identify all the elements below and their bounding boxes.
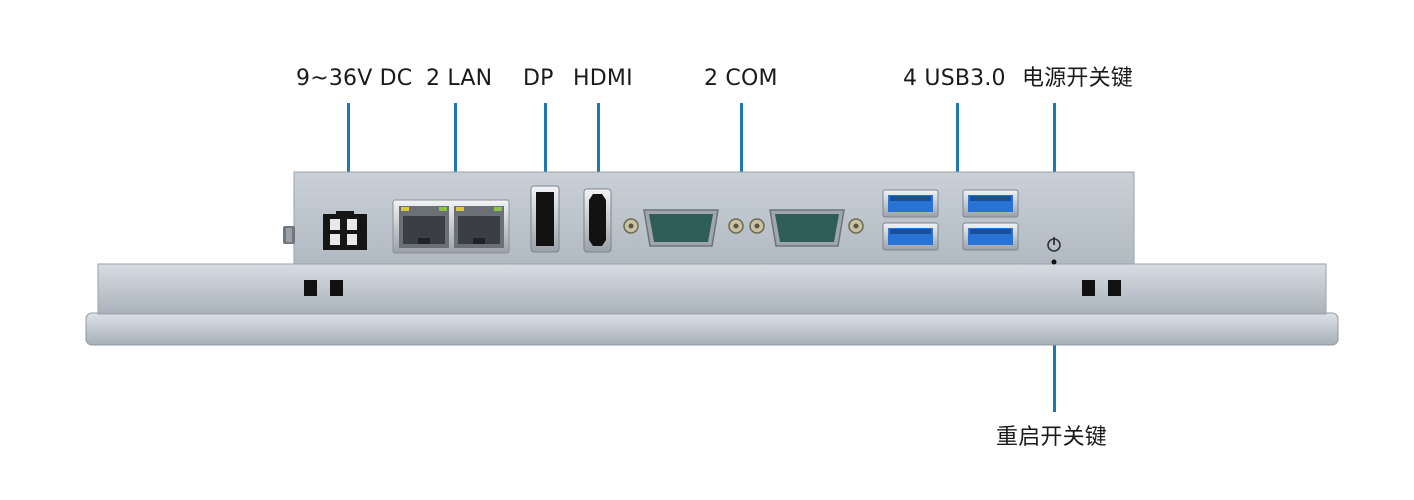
label-power-switch: 电源开关键 xyxy=(1022,66,1134,91)
label-usb: 4 USB3.0 xyxy=(903,66,1006,91)
bezel xyxy=(97,263,1327,315)
front-frame xyxy=(85,312,1339,346)
label-dp: DP xyxy=(523,66,554,91)
lan-ports xyxy=(392,199,510,254)
label-hdmi: HDMI xyxy=(573,66,633,91)
com-port-1 xyxy=(623,209,744,247)
label-lan: 2 LAN xyxy=(426,66,493,91)
bezel-vent xyxy=(330,280,343,296)
label-reset-switch: 重启开关键 xyxy=(996,425,1108,450)
dp-port xyxy=(530,185,560,253)
power-icon xyxy=(1047,237,1061,252)
leader-power-switch xyxy=(1053,103,1056,229)
leader-usb xyxy=(956,103,959,193)
label-power-input: 9~36V DC xyxy=(296,66,413,91)
bezel-vent xyxy=(1108,280,1121,296)
dc-power-connector xyxy=(323,211,367,250)
bezel-vent xyxy=(1082,280,1095,296)
leader-lan xyxy=(454,103,457,195)
bezel-vent xyxy=(304,280,317,296)
leader-com xyxy=(740,103,743,218)
com-port-2 xyxy=(749,209,864,247)
usb-ports xyxy=(882,189,1019,251)
label-com: 2 COM xyxy=(704,66,778,91)
leader-dp xyxy=(544,103,547,187)
reset-pinhole xyxy=(1051,259,1057,265)
leader-hdmi xyxy=(597,103,600,190)
hdmi-port xyxy=(583,188,612,253)
leader-power-input xyxy=(347,103,350,195)
